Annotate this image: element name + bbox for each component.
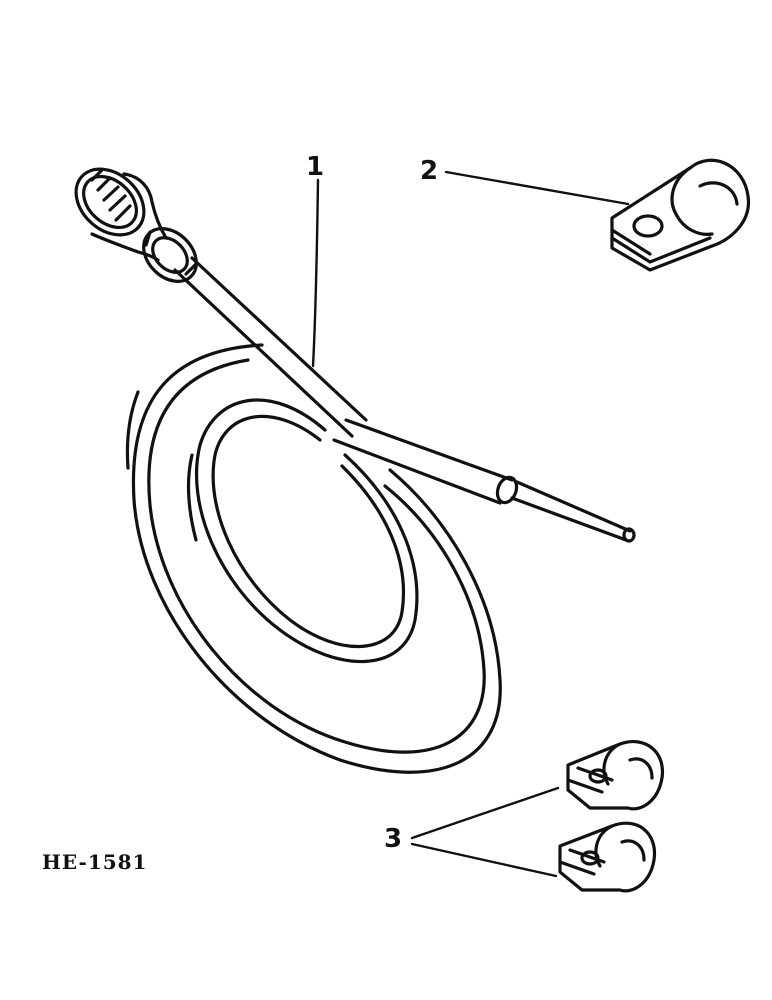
knob-nut <box>142 227 198 283</box>
figure-reference: HE-1581 <box>42 850 148 874</box>
cable-sheath <box>332 418 636 543</box>
clamp-small-a <box>566 740 665 811</box>
leader-line-1 <box>311 178 320 368</box>
pull-knob <box>74 167 168 262</box>
leader-line-3a <box>410 786 560 840</box>
leader-line-3b <box>410 842 558 878</box>
callout-3: 3 <box>384 824 403 854</box>
clamp-large <box>610 158 751 272</box>
leader-line-2 <box>444 170 630 206</box>
coiled-cable <box>125 343 502 774</box>
callout-2: 2 <box>420 156 439 186</box>
callout-1: 1 <box>306 152 325 182</box>
cable-rod <box>173 256 368 438</box>
clamp-small-b <box>558 821 657 893</box>
